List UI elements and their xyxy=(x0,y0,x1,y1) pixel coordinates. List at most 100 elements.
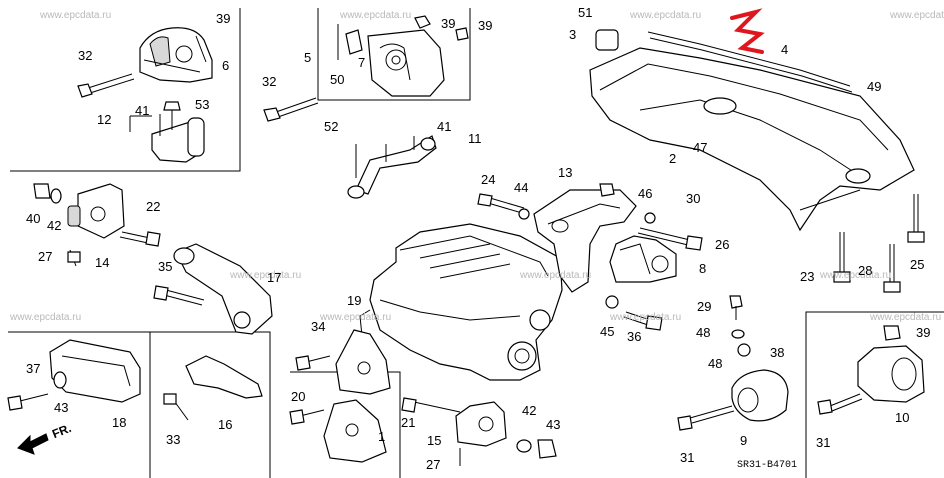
pen-mark xyxy=(730,8,765,54)
mount-part-8 xyxy=(609,235,677,283)
callout-34: 34 xyxy=(311,319,326,334)
mount-part-14 xyxy=(33,183,161,267)
watermark: www.epcdata.ru xyxy=(230,270,302,281)
callout-5: 5 xyxy=(304,50,312,65)
callout-27: 27 xyxy=(426,457,441,472)
callout-45: 45 xyxy=(600,324,615,339)
arm-part-16 xyxy=(163,355,263,421)
callout-9: 9 xyxy=(740,433,748,448)
mount-part-6 xyxy=(139,27,213,83)
callout-43: 43 xyxy=(54,400,69,415)
mount-part-10 xyxy=(817,325,925,415)
callout-46: 46 xyxy=(638,186,653,201)
watermark: www.epcdata.ru xyxy=(890,10,944,21)
callout-27: 27 xyxy=(38,249,53,264)
arm-part-17 xyxy=(153,243,273,335)
callout-41: 41 xyxy=(437,119,452,134)
callout-16: 16 xyxy=(218,417,233,432)
callout-50: 50 xyxy=(330,72,345,87)
callout-11: 11 xyxy=(468,131,482,146)
watermark: www.epcdata.ru xyxy=(520,270,592,281)
callout-42: 42 xyxy=(522,403,537,418)
callout-30: 30 xyxy=(686,191,701,206)
watermark: www.epcdata.ru xyxy=(870,312,942,323)
callout-38: 38 xyxy=(770,345,785,360)
callout-21: 21 xyxy=(401,415,416,430)
parts-42-43 xyxy=(516,439,557,459)
callout-32: 32 xyxy=(262,74,277,89)
rod-part-11 xyxy=(347,135,437,199)
callout-1: 1 xyxy=(378,429,386,444)
callout-49: 49 xyxy=(867,79,882,94)
bracket-part-19 xyxy=(295,329,391,395)
callout-36: 36 xyxy=(627,329,642,344)
drawing-code: SR31-B4701 xyxy=(737,460,798,471)
callout-39: 39 xyxy=(478,18,493,33)
bolt-32-upper xyxy=(77,73,135,98)
watermark: www.epcdata.ru xyxy=(610,312,682,323)
watermark: www.epcdata.ru xyxy=(320,312,392,323)
callout-8: 8 xyxy=(699,261,707,276)
callout-31: 31 xyxy=(680,450,695,465)
callout-37: 37 xyxy=(26,361,41,376)
mount-part-9 xyxy=(677,295,789,431)
callout-35: 35 xyxy=(158,259,173,274)
callout-25: 25 xyxy=(910,257,925,272)
bolt-32-center xyxy=(263,97,319,122)
callout-39: 39 xyxy=(441,16,456,31)
callout-39: 39 xyxy=(916,325,931,340)
bolts-mid xyxy=(477,193,703,331)
callout-19: 19 xyxy=(347,293,362,308)
callout-31: 31 xyxy=(816,435,831,450)
callout-41: 41 xyxy=(135,103,150,118)
subframe-part-4 xyxy=(589,29,915,232)
watermark: www.epcdata.ru xyxy=(820,270,892,281)
callout-3: 3 xyxy=(569,27,577,42)
callout-13: 13 xyxy=(558,165,573,180)
callout-43: 43 xyxy=(546,417,561,432)
callout-29: 29 xyxy=(697,299,712,314)
callout-2: 2 xyxy=(669,151,677,166)
callout-23: 23 xyxy=(800,269,815,284)
callout-22: 22 xyxy=(146,199,161,214)
bolts-23-28-25 xyxy=(833,194,925,293)
callout-14: 14 xyxy=(95,255,110,270)
callout-28: 28 xyxy=(858,263,873,278)
bracket-part-18 xyxy=(7,339,141,411)
mount-part-5 xyxy=(337,15,469,97)
callout-6: 6 xyxy=(222,58,230,73)
watermark: www.epcdata.ru xyxy=(630,10,702,21)
callout-17: 17 xyxy=(267,270,282,285)
callout-12: 12 xyxy=(97,112,112,127)
callout-48: 48 xyxy=(696,325,711,340)
callout-47: 47 xyxy=(693,140,708,155)
callout-18: 18 xyxy=(112,415,127,430)
callout-4: 4 xyxy=(781,42,789,57)
bracket-part-12 xyxy=(129,101,205,163)
callout-40: 40 xyxy=(26,211,41,226)
callout-44: 44 xyxy=(514,180,529,195)
callout-15: 15 xyxy=(427,433,442,448)
callout-7: 7 xyxy=(358,55,366,70)
callout-33: 33 xyxy=(166,432,181,447)
callout-51: 51 xyxy=(578,5,593,20)
bracket-part-1 xyxy=(289,399,387,463)
callout-42: 42 xyxy=(47,218,62,233)
engine-block xyxy=(359,223,563,381)
watermark: www.epcdata.ru xyxy=(40,10,112,21)
callout-48: 48 xyxy=(708,356,723,371)
callout-32: 32 xyxy=(78,48,93,63)
callout-24: 24 xyxy=(481,172,496,187)
callout-10: 10 xyxy=(895,410,910,425)
mount-part-15 xyxy=(401,397,507,466)
watermark: www.epcdata.ru xyxy=(10,312,82,323)
bracket-part-13 xyxy=(533,183,637,293)
watermark: www.epcdata.ru xyxy=(340,10,412,21)
callout-52: 52 xyxy=(324,119,339,134)
callout-26: 26 xyxy=(715,237,730,252)
callout-20: 20 xyxy=(291,389,306,404)
front-arrow-icon xyxy=(17,433,49,455)
callout-53: 53 xyxy=(195,97,210,112)
